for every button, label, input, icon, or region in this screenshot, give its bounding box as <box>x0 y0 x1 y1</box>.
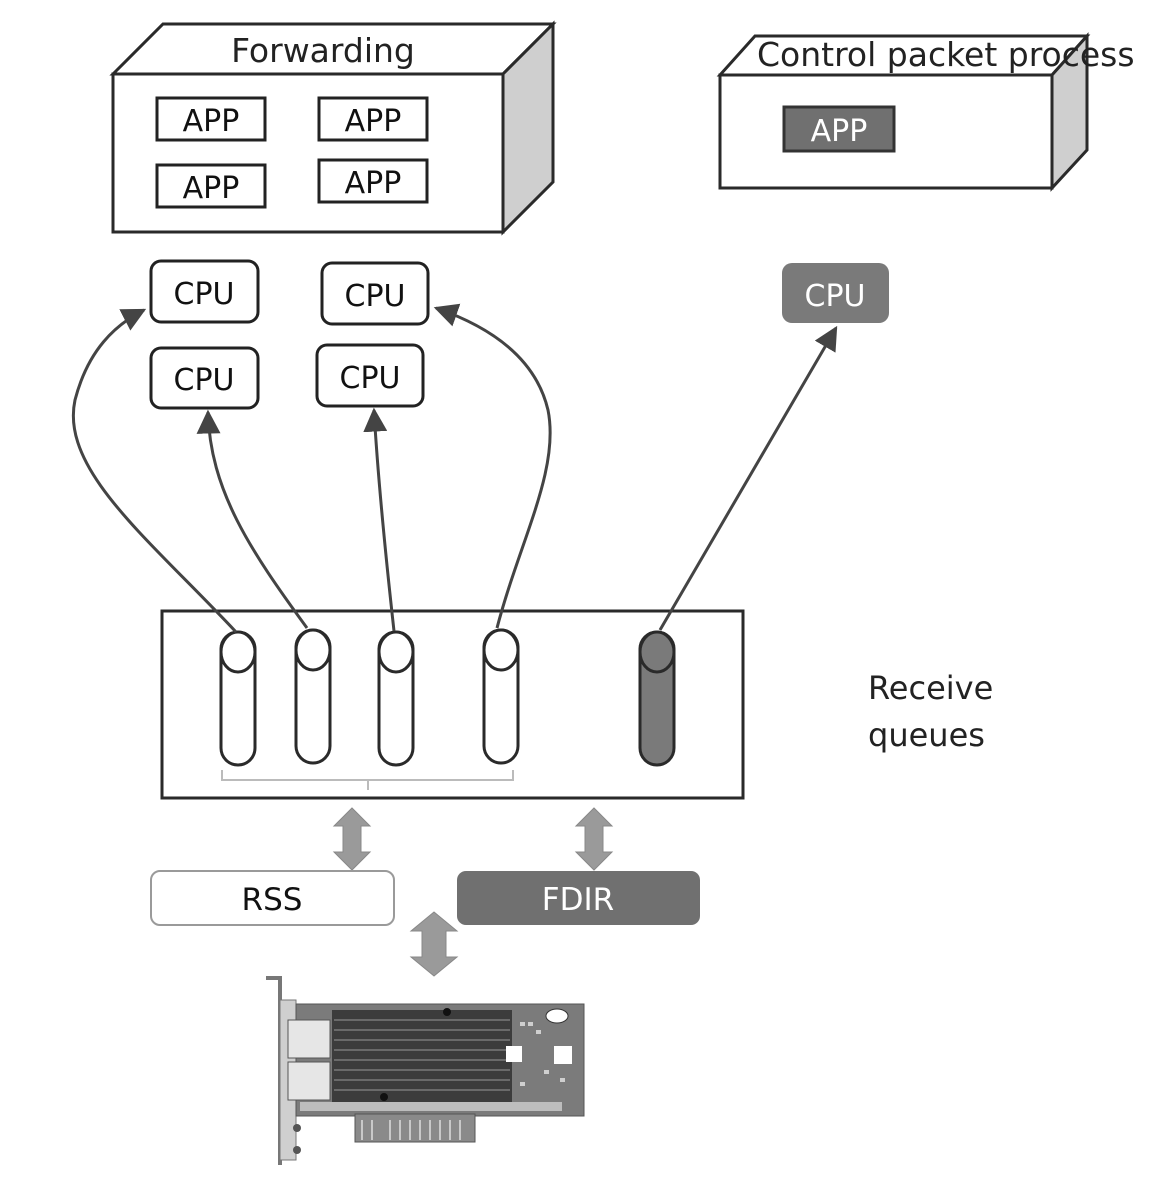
cpu-label: CPU <box>805 279 866 314</box>
fdir-label: FDIR <box>542 882 614 918</box>
control-cpu-box: CPU <box>782 263 889 323</box>
cpu-label: CPU <box>345 279 406 314</box>
rss-label: RSS <box>242 882 303 918</box>
fdir-double-arrow <box>574 807 614 871</box>
queue-to-cpu-arrow <box>363 407 396 632</box>
app-label: APP <box>183 171 240 206</box>
rss-block: RSS <box>150 870 395 926</box>
cpu-box: CPU <box>320 261 430 326</box>
nic-double-arrow <box>409 911 459 977</box>
receive-queue <box>219 630 257 767</box>
rss-double-arrow <box>332 807 372 871</box>
cpu-box: CPU <box>315 343 425 408</box>
control-title: Control packet process <box>757 35 1135 74</box>
app-box: APP <box>317 96 429 142</box>
forwarding-title: Forwarding <box>231 31 415 70</box>
cpu-box: CPU <box>149 346 260 410</box>
app-label: APP <box>345 104 402 139</box>
cpu-box: CPU <box>149 259 260 324</box>
receive-queue <box>377 630 415 767</box>
app-label: APP <box>811 114 868 149</box>
app-box: APP <box>317 158 429 204</box>
receive-queues-label-line2: queues <box>868 716 985 754</box>
queue-to-cpu-arrow <box>196 409 309 629</box>
cpu-label: CPU <box>340 361 401 396</box>
forwarding-box: Forwarding APP APP APP APP <box>109 20 557 236</box>
receive-queue <box>482 628 520 765</box>
control-box: Control packet process APP <box>716 32 1135 192</box>
app-box: APP <box>155 96 267 142</box>
fdir-block: FDIR <box>457 871 700 925</box>
queue-to-control-cpu-arrow <box>658 325 838 631</box>
app-box: APP <box>155 163 267 209</box>
queue-to-cpu-arrow <box>71 308 238 634</box>
receive-queue-control <box>638 630 676 767</box>
cpu-label: CPU <box>174 277 235 312</box>
receive-queues-label-line1: Receive <box>868 669 993 707</box>
queue-to-cpu-arrow <box>433 303 552 629</box>
nic-card-image <box>266 976 585 1165</box>
cpu-label: CPU <box>174 363 235 398</box>
control-app-box: APP <box>782 105 896 153</box>
queue-bracket <box>221 770 514 790</box>
app-label: APP <box>345 166 402 201</box>
app-label: APP <box>183 104 240 139</box>
receive-queue <box>294 628 332 765</box>
